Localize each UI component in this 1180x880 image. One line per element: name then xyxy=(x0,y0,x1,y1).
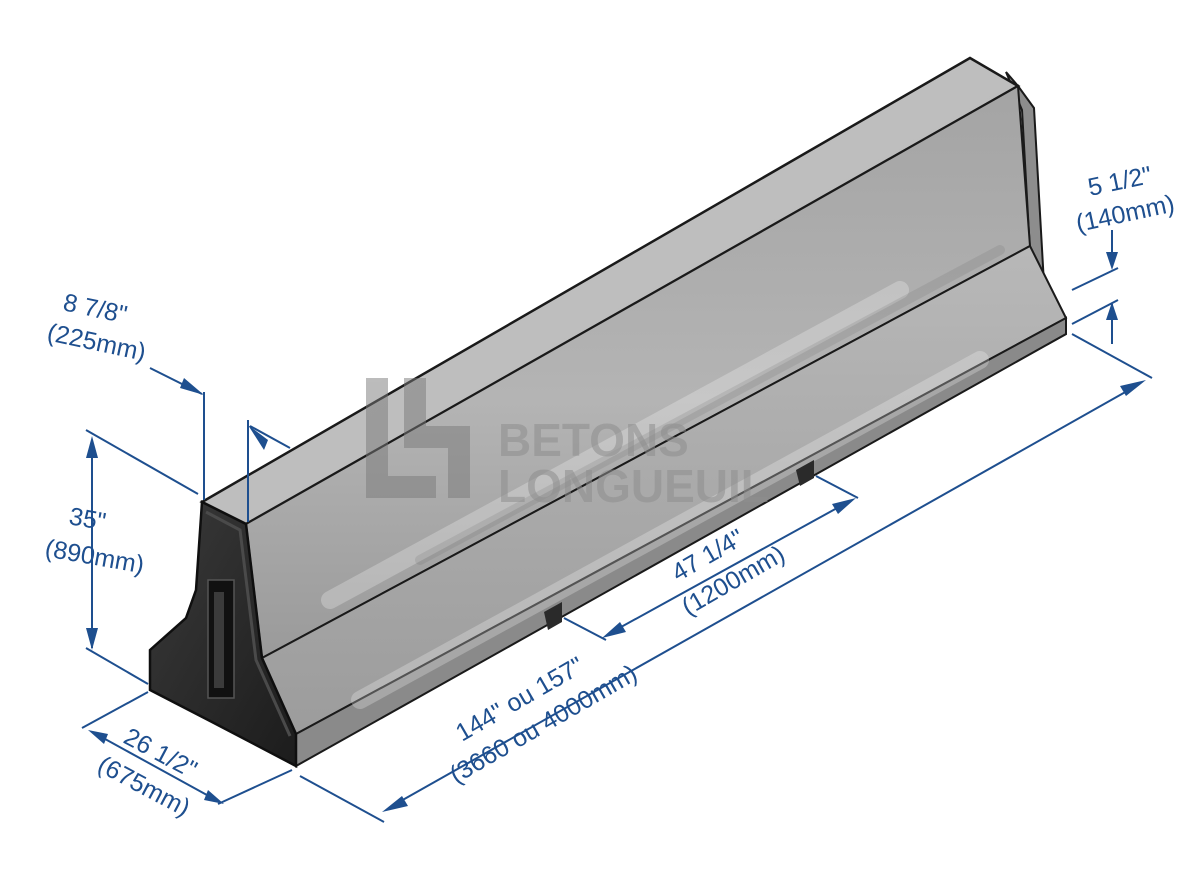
base-step-metric: (140mm) xyxy=(1073,190,1177,238)
dim-base-step: 5 1/2" (140mm) xyxy=(1071,161,1177,344)
watermark-line-2: LONGUEUIL xyxy=(498,460,769,512)
height-imperial: 35" xyxy=(67,502,108,536)
top-width-metric: (225mm) xyxy=(45,318,149,366)
end-face-bevel xyxy=(205,510,292,737)
betons-longueuil-watermark: BETONS LONGUEUIL xyxy=(366,378,769,512)
concrete-barrier xyxy=(148,56,1068,769)
slot-notch-2 xyxy=(796,460,814,486)
slot-notch-1 xyxy=(544,602,562,630)
height-metric: (890mm) xyxy=(43,534,146,579)
watermark-line-1: BETONS xyxy=(498,414,689,466)
concrete-texture xyxy=(321,281,989,709)
watermark-logo xyxy=(366,378,470,498)
